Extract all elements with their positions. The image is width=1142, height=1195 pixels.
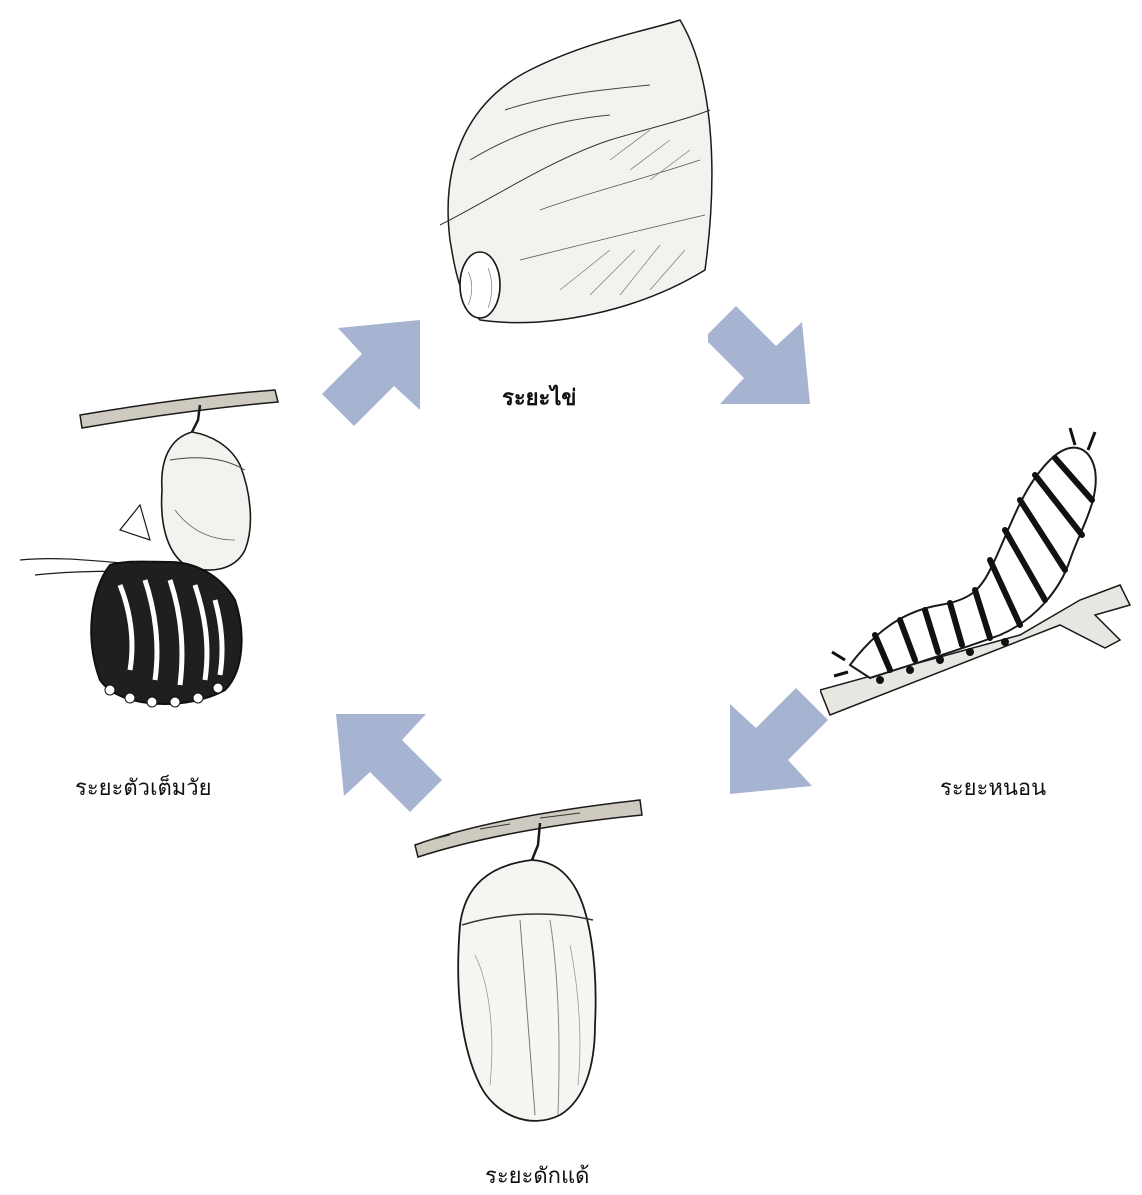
arrow-pupa-to-adult-icon xyxy=(330,708,442,820)
egg-on-leaf-illustration xyxy=(410,10,720,330)
arrow-adult-to-egg-icon xyxy=(318,318,430,430)
arrow-larva-to-pupa-icon xyxy=(720,688,832,800)
chrysalis-illustration xyxy=(410,785,650,1165)
label-adult-stage: ระยะตัวเต็มวัย xyxy=(75,770,212,805)
arrow-egg-to-larva-icon xyxy=(708,302,820,414)
caterpillar-illustration xyxy=(820,420,1140,720)
label-egg-stage: ระยะไข่ xyxy=(502,380,576,415)
label-pupa-stage: ระยะดักแด้ xyxy=(485,1158,589,1193)
butterfly-emerging-illustration xyxy=(10,380,300,720)
label-larva-stage: ระยะหนอน xyxy=(940,770,1046,805)
